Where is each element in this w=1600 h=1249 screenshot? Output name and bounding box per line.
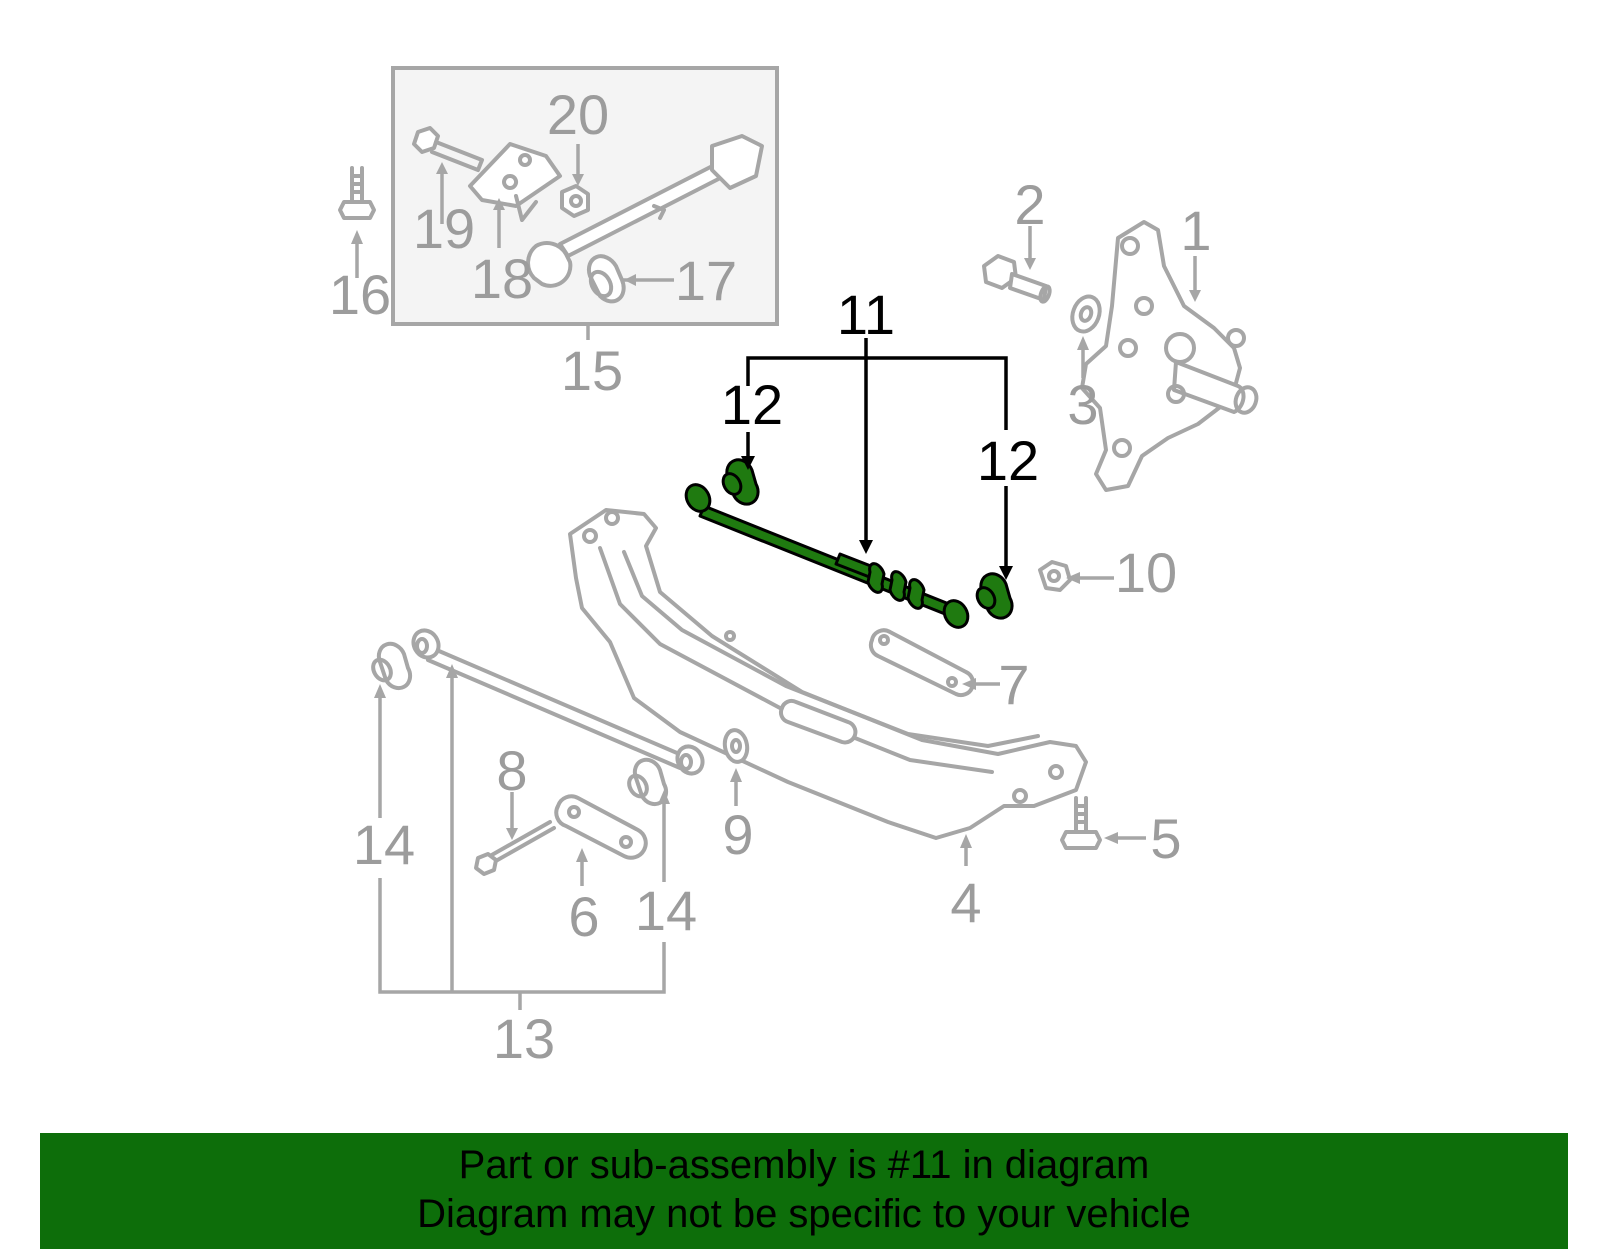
bolt-5-icon [1060, 796, 1102, 850]
bolt-19-icon [412, 126, 484, 172]
callout-14-left: 14 [353, 813, 415, 876]
callout-13: 13 [493, 1007, 555, 1070]
nut-20-icon [560, 184, 590, 218]
callout-20: 20 [547, 83, 609, 146]
bushing-12b-icon [975, 572, 1014, 620]
washer-3-icon [1070, 294, 1102, 334]
inset-arm-icon [526, 134, 764, 288]
lateral-link-13-icon [411, 628, 705, 776]
callout-19: 19 [413, 197, 475, 260]
callout-5: 5 [1150, 807, 1181, 870]
callout-18: 18 [471, 247, 533, 310]
inset-assembly-15 [391, 66, 779, 326]
callout-9: 9 [722, 803, 753, 866]
bolt-16-icon [338, 166, 376, 220]
callout-15: 15 [561, 339, 623, 402]
callout-8: 8 [496, 739, 527, 802]
bushing-17-icon [586, 254, 626, 304]
washer-9-icon [722, 728, 750, 764]
callout-10: 10 [1115, 541, 1177, 604]
info-banner: Part or sub-assembly is #11 in diagram D… [40, 1133, 1568, 1249]
callout-7: 7 [998, 653, 1029, 716]
callout-12-right: 12 [977, 429, 1039, 492]
knuckle-1-icon [1080, 220, 1259, 492]
callout-12-left: 12 [721, 373, 783, 436]
plate-6-icon [554, 794, 648, 860]
callout-2: 2 [1014, 173, 1045, 236]
callout-14-right: 14 [635, 879, 697, 942]
crossmember-4-icon [568, 508, 1088, 840]
bolt-8-icon [474, 820, 556, 876]
bushing-14b-icon [627, 757, 669, 807]
trailing-arm-11-icon [684, 483, 970, 629]
banner-line-1: Part or sub-assembly is #11 in diagram [458, 1143, 1150, 1187]
bushing-14a-icon [371, 641, 413, 691]
plate-7-icon [868, 628, 976, 698]
bracket-18-icon [468, 142, 562, 222]
callout-16: 16 [329, 263, 391, 326]
callout-6: 6 [568, 885, 599, 948]
callout-3: 3 [1067, 373, 1098, 436]
callout-4: 4 [950, 871, 981, 934]
callout-11: 11 [837, 283, 895, 346]
callout-1: 1 [1180, 199, 1211, 262]
callout-17: 17 [675, 249, 737, 312]
bushing-12a-icon [721, 458, 760, 506]
nut-10-icon [1038, 560, 1072, 592]
banner-line-2: Diagram may not be specific to your vehi… [417, 1192, 1191, 1236]
bolt-2-icon [982, 254, 1052, 304]
